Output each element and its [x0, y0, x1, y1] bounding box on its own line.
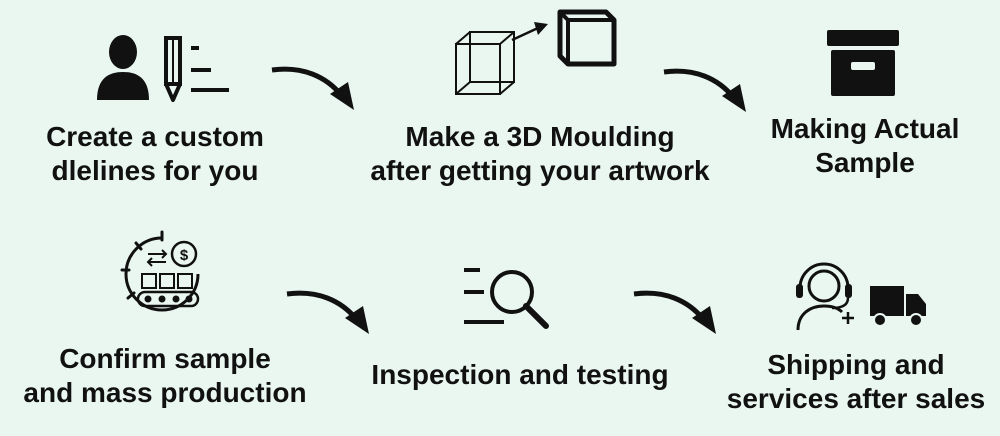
- svg-text:$: $: [180, 247, 189, 264]
- step-mass-production: Confirm sample and mass production: [0, 342, 330, 410]
- archive-box-icon: [827, 30, 899, 96]
- production-gear-icon: $: [120, 230, 200, 312]
- step-label-line1: Confirm sample: [59, 343, 271, 374]
- arrow-icon: [286, 290, 369, 334]
- step-label-line1: Inspection and testing: [371, 359, 669, 390]
- person-design-icon: [97, 35, 229, 102]
- step-label-line1: Shipping and: [767, 349, 945, 380]
- step-inspection-testing: Inspection and testing: [340, 358, 700, 392]
- step-label-line2: Sample: [815, 147, 915, 178]
- step-label-line1: Making Actual: [770, 113, 960, 144]
- step-label-line1: Make a 3D Moulding: [405, 121, 675, 152]
- step-label-line2: after getting your artwork: [370, 155, 710, 186]
- step-label-line1: Create a custom: [46, 121, 264, 152]
- step-shipping-services: Shipping and services after sales: [712, 348, 1000, 416]
- arrow-icon: [271, 66, 354, 110]
- step-create-dielines: Create a custom dlelines for you: [20, 120, 290, 188]
- 3d-cube-icon: [455, 9, 617, 95]
- step-label-line2: dlelines for you: [51, 155, 259, 186]
- step-label-line2: and mass production: [23, 377, 307, 408]
- step-actual-sample: Making Actual Sample: [730, 112, 1000, 180]
- support-truck-icon: [796, 262, 926, 331]
- arrow-icon: [633, 290, 716, 334]
- step-3d-moulding: Make a 3D Moulding after getting your ar…: [340, 120, 740, 188]
- arrow-icon: [663, 68, 746, 112]
- step-label-line2: services after sales: [726, 383, 986, 414]
- search-list-icon: [464, 268, 549, 329]
